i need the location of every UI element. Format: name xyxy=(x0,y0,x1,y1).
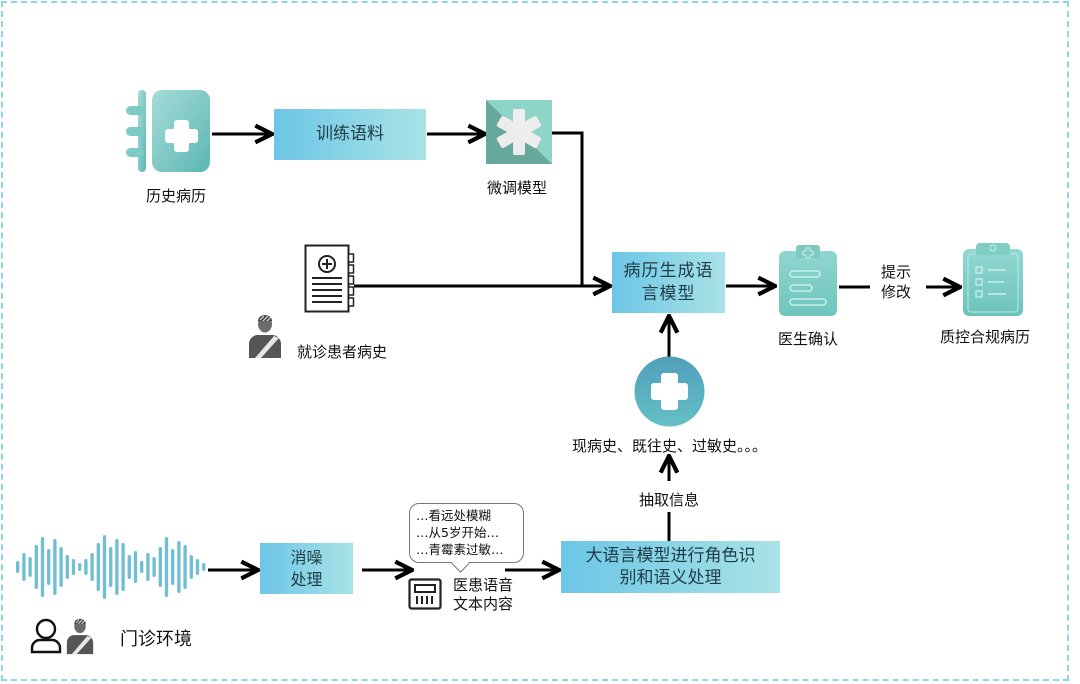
wave-bar xyxy=(71,559,76,575)
wave-bar xyxy=(53,539,57,595)
wave-bar xyxy=(202,563,206,571)
wave-bar xyxy=(59,547,63,587)
record-llm-line2: 言模型 xyxy=(641,283,696,304)
denoise-line1: 消噪 xyxy=(290,547,323,567)
wave-bar xyxy=(189,555,193,579)
wave-bar xyxy=(158,547,162,587)
sound-wave-icon xyxy=(16,535,206,599)
checklist-clipboard-icon xyxy=(963,243,1023,316)
record-llm-line1: 病历生成语 xyxy=(623,260,714,281)
wave-bar xyxy=(195,559,200,575)
wave-bar xyxy=(133,551,138,583)
finetune-model-label: 微调模型 xyxy=(487,179,548,197)
training-corpus-box: 训练语料 xyxy=(274,109,426,160)
hint-edit-line2: 修改 xyxy=(881,283,912,301)
speech-text-line2: 文本内容 xyxy=(453,595,514,613)
wave-bar xyxy=(78,563,82,571)
clinic-env-label: 门诊环境 xyxy=(120,629,192,650)
bubble-line-1: …看远处模糊 xyxy=(416,508,492,523)
llm-processing-line1: 大语言模型进行角色识 xyxy=(585,546,756,566)
wave-bar xyxy=(28,557,32,577)
wave-bar xyxy=(102,535,107,599)
medical-asterisk-icon xyxy=(486,100,552,164)
training-corpus-label: 训练语料 xyxy=(316,124,384,145)
hint-edit-line1: 提示 xyxy=(881,263,912,281)
wave-bar xyxy=(121,543,125,591)
wave-bar xyxy=(34,545,38,589)
wave-bar xyxy=(127,555,131,579)
extracted-info-label: 现病史、既往史、过敏史。。。 xyxy=(572,437,768,455)
history-records-label: 历史病历 xyxy=(146,187,207,205)
wave-bar xyxy=(16,561,20,573)
medical-notebook-icon xyxy=(126,90,210,172)
wave-bar xyxy=(177,541,181,593)
wave-bar xyxy=(84,559,88,575)
speech-bubble: …看远处模糊 …从5岁开始… …青霉素过敏… xyxy=(409,503,524,563)
medical-cross-circle-icon xyxy=(634,356,705,427)
line-finetune-to-llm xyxy=(551,131,584,286)
speech-text-label: 医患语音 文本内容 xyxy=(453,576,513,614)
doctor-confirm-label: 医生确认 xyxy=(778,330,839,348)
extract-step-label: 抽取信息 xyxy=(639,491,700,509)
wave-bar xyxy=(164,537,169,597)
wave-bar xyxy=(115,539,119,595)
wave-bar xyxy=(171,549,175,585)
denoise-box: 消噪 处理 xyxy=(260,543,353,594)
patient-icon xyxy=(66,618,94,655)
clipboard-icon xyxy=(779,245,837,316)
wave-bar xyxy=(22,553,26,581)
record-generation-llm-box: 病历生成语 言模型 xyxy=(612,252,725,313)
patient-history-label: 就诊患者病史 xyxy=(297,343,388,361)
transcript-icon xyxy=(408,578,442,610)
qc-record-label: 质控合规病历 xyxy=(940,328,1031,346)
wave-bar xyxy=(183,545,187,589)
wave-bar xyxy=(96,543,100,591)
wave-bar xyxy=(90,553,94,581)
wave-bar xyxy=(146,553,150,581)
doctor-outline-icon xyxy=(30,618,62,654)
wave-bar xyxy=(47,549,51,585)
wave-bar xyxy=(109,547,113,587)
denoise-line2: 处理 xyxy=(290,569,323,589)
llm-processing-box: 大语言模型进行角色识 别和语义处理 xyxy=(561,541,780,593)
hint-edit-label: 提示 修改 xyxy=(881,262,911,302)
bubble-line-3: …青霉素过敏… xyxy=(416,542,504,557)
wave-bar xyxy=(152,557,156,577)
wave-bar xyxy=(40,537,45,597)
bubble-line-2: …从5岁开始… xyxy=(416,525,499,540)
wave-bar xyxy=(65,555,69,579)
llm-processing-line2: 别和语义处理 xyxy=(619,568,722,588)
speech-text-line1: 医患语音 xyxy=(453,576,514,594)
wave-bar xyxy=(140,561,144,573)
patient-icon xyxy=(248,315,282,358)
medical-document-icon xyxy=(304,244,355,313)
